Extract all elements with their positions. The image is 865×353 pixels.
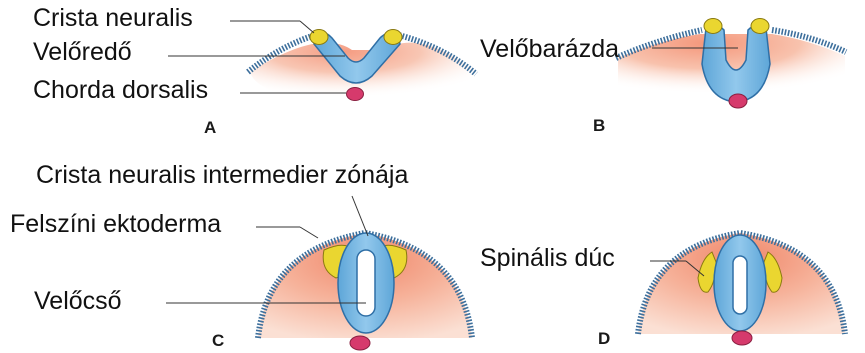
neural-crest-b-right [751,19,769,34]
label-crista-neuralis: Crista neuralis [33,6,193,31]
panel-letter-d: D [598,330,610,347]
label-velobarazda: Velőbarázda [480,37,619,62]
notochord-a [347,88,364,101]
pointer-crista-intermedier [352,196,368,236]
label-velocso: Velőcső [34,289,122,314]
notochord-c [350,336,370,350]
panel-letter-b: B [593,117,605,134]
pointer-felszini-tail [300,227,318,238]
panel-d [638,233,845,345]
notochord-d [732,331,752,345]
neural-canal-c [357,250,375,316]
neural-crest-a-right [384,30,402,45]
label-chorda-dorsalis: Chorda dorsalis [33,78,208,103]
label-spinalis-duc: Spinális dúc [480,246,615,271]
neural-canal-d [733,256,747,314]
label-veloredo: Velőredő [33,40,132,65]
panel-b [616,19,846,109]
pointer-crista-a-tail [300,21,314,33]
panel-letter-a: A [204,119,216,136]
label-crista-intermedier: Crista neuralis intermedier zónája [36,163,408,188]
neural-crest-b-left [704,19,722,34]
panel-a [168,21,476,104]
panel-letter-c: C [212,332,224,349]
notochord-b [729,94,747,108]
label-felszini-ektoderma: Felszíni ektoderma [10,212,221,237]
